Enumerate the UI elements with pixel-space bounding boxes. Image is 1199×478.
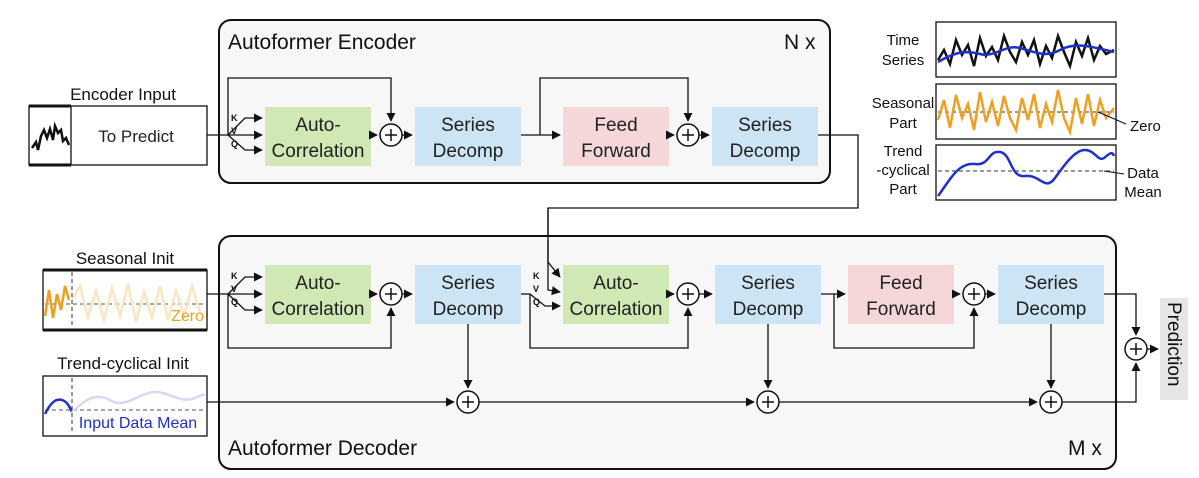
- decoder-decomp2-line2: Decomp: [733, 299, 804, 320]
- encoder-feed-forward: [563, 107, 669, 166]
- prediction-tag: [1160, 298, 1188, 400]
- decoder-feed-line2: Forward: [866, 299, 936, 320]
- decoder-autocorr1-line2: Correlation: [272, 299, 365, 320]
- trend-init-history: [43, 398, 74, 415]
- encoder-series-decomp-1: [415, 107, 521, 166]
- legend-time-line1: Time: [887, 32, 920, 49]
- encoder-panel: [218, 19, 831, 184]
- decoder-repeat: M x: [1068, 437, 1102, 460]
- dec2-k-label: K: [533, 271, 540, 281]
- decoder-autocorrelation-block-2: [563, 265, 669, 324]
- decoder-decomp2-line1: Series: [741, 273, 795, 294]
- legend-time-line2: Series: [882, 52, 925, 69]
- legend-trend-box: [935, 144, 1117, 201]
- dec2-q-label: Q: [533, 297, 540, 307]
- trend-init-label: Trend-cyclical Init: [57, 354, 189, 373]
- prediction-label: Prediction: [1163, 302, 1184, 387]
- decoder-wires: [207, 208, 1159, 407]
- legend-seasonal-line1: Seasonal: [872, 95, 935, 112]
- decoder-autocorr1-line1: Auto-: [295, 273, 340, 294]
- decoder-series-decomp-1: [415, 265, 521, 324]
- trend-mean-label: Input Data Mean: [79, 415, 197, 432]
- encoder-input-series: [30, 121, 71, 151]
- enc-k-label: K: [231, 113, 238, 123]
- encoder-series-decomp-2: [712, 107, 818, 166]
- legend-trend-line: [936, 148, 1116, 197]
- decoder-decomp1-line1: Series: [441, 273, 495, 294]
- enc-q-label: Q: [231, 139, 238, 149]
- trend-init-ghost: [71, 390, 206, 413]
- seasonal-init-label: Seasonal Init: [76, 249, 175, 268]
- encoder-repeat: N x: [784, 31, 816, 54]
- legend-seasonal-line: [936, 89, 1115, 137]
- legend-data-line2: Mean: [1124, 184, 1162, 201]
- encoder-feed-line2: Forward: [581, 141, 651, 162]
- decoder-title: Autoformer Decoder: [228, 437, 417, 460]
- decoder-feed-forward: [848, 265, 954, 324]
- legend-time-trend-line: [937, 44, 1115, 64]
- legend-trend-line1: Trend: [884, 143, 923, 160]
- encoder-decomp1-line1: Series: [441, 115, 495, 136]
- encoder-decomp1-line2: Decomp: [433, 141, 504, 162]
- decoder-decomp3-line2: Decomp: [1016, 299, 1087, 320]
- dec1-q-label: Q: [231, 297, 238, 307]
- seasonal-init-history: [43, 285, 71, 319]
- decoder-series-decomp-2: [715, 265, 821, 324]
- decoder-feed-line1: Feed: [879, 273, 922, 294]
- legend-seasonal-line2: Part: [889, 115, 917, 132]
- encoder-decomp2-line2: Decomp: [730, 141, 801, 162]
- encoder-autocorrelation-block: [265, 107, 371, 166]
- decoder-autocorrelation-block-1: [265, 265, 371, 324]
- decoder-decomp3-line1: Series: [1024, 273, 1078, 294]
- encoder-title: Autoformer Encoder: [228, 31, 416, 54]
- dec2-v-label: V: [533, 284, 539, 294]
- encoder-feed-line1: Feed: [594, 115, 637, 136]
- decoder-autocorr2-line1: Auto-: [593, 273, 638, 294]
- encoder-autocorr-line1: Auto-: [295, 115, 340, 136]
- encoder-autocorr-line2: Correlation: [272, 141, 365, 162]
- legend-trend-line2: -cyclical: [876, 162, 929, 179]
- enc-v-label: V: [231, 126, 237, 136]
- legend-trend-line3: Part: [889, 181, 917, 198]
- trend-init-box: [42, 375, 208, 437]
- decoder-autocorr2-line2: Correlation: [570, 299, 663, 320]
- legend-zero-label: Zero: [1130, 118, 1161, 135]
- legend-data-line1: Data: [1127, 165, 1159, 182]
- decoder-series-decomp-3: [998, 265, 1104, 324]
- encoder-input-label: Encoder Input: [70, 85, 176, 104]
- encoder-decomp2-line1: Series: [738, 115, 792, 136]
- to-predict-label: To Predict: [98, 127, 174, 146]
- dec1-v-label: V: [231, 284, 237, 294]
- seasonal-zero-label: Zero: [171, 308, 204, 325]
- dec1-k-label: K: [231, 271, 238, 281]
- decoder-decomp1-line2: Decomp: [433, 299, 504, 320]
- encoder-input-box: [28, 105, 208, 166]
- seasonal-init-ghost: [70, 281, 202, 325]
